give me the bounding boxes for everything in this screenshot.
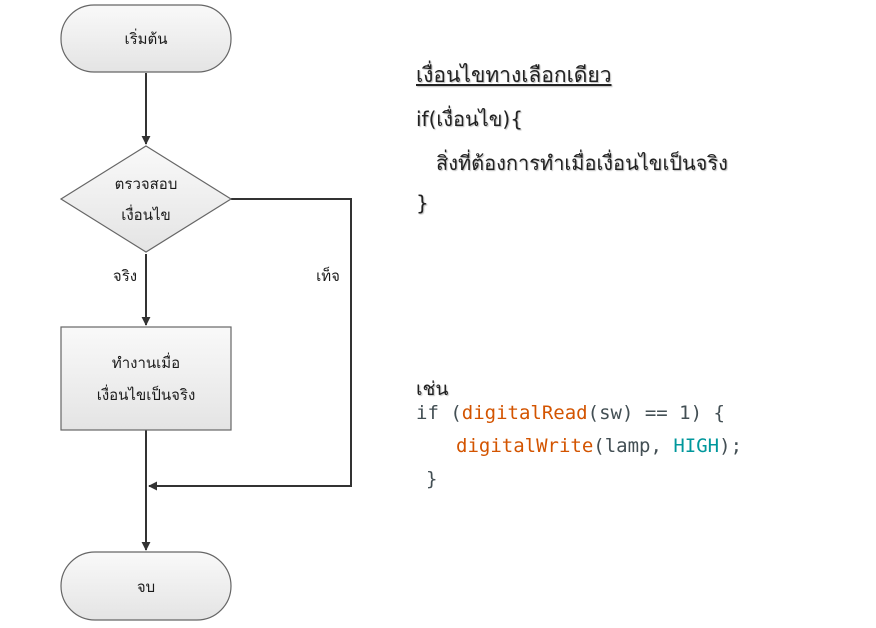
start-terminator: เริ่มต้น [60, 4, 232, 73]
code-line-2: digitalWrite(lamp, HIGH); [416, 430, 742, 463]
code-digitalwrite-fn: digitalWrite [456, 435, 594, 457]
true-branch-label: จริง [113, 267, 137, 285]
start-label: เริ่มต้น [124, 28, 167, 48]
end-terminator: จบ [60, 551, 232, 621]
decision-diamond: ตรวจสอบ เงื่อนไข [59, 145, 233, 253]
code-close-brace: } [426, 468, 438, 490]
code-write-args-b: ); [719, 435, 743, 457]
section-heading: เงื่อนไขทางเลือกเดียว [416, 63, 612, 87]
code-line-1: if (digitalRead(sw) == 1) { [416, 397, 742, 430]
end-label: จบ [137, 578, 155, 596]
code-read-args: (sw) == 1) { [587, 402, 725, 424]
code-example: if (digitalRead(sw) == 1) {digitalWrite(… [416, 397, 742, 496]
process-box: ทำงานเมื่อ เงื่อนไขเป็นจริง [60, 326, 232, 431]
process-label-line2: เงื่อนไขเป็นจริง [97, 384, 196, 404]
code-digitalread-fn: digitalRead [461, 402, 588, 424]
example-label: เช่น [416, 378, 449, 400]
decision-label-line2: เงื่อนไข [121, 204, 171, 224]
code-open-paren: ( [438, 402, 462, 424]
process-label-line1: ทำงานเมื่อ [112, 352, 180, 372]
false-branch-label: เท็จ [316, 266, 340, 285]
syntax-line-if: if(เงื่อนไข){ [416, 107, 523, 131]
code-write-args-a: (lamp, [593, 435, 674, 457]
code-if-keyword: if [416, 402, 439, 424]
decision-label-line1: ตรวจสอบ [115, 175, 178, 193]
code-high-constant: HIGH [673, 435, 720, 457]
syntax-line-body: สิ่งที่ต้องการทำเมื่อเงื่อนไขเป็นจริง [436, 151, 728, 175]
syntax-line-close: } [416, 191, 429, 215]
code-line-3: } [416, 463, 742, 496]
false-branch-line [148, 198, 352, 491]
